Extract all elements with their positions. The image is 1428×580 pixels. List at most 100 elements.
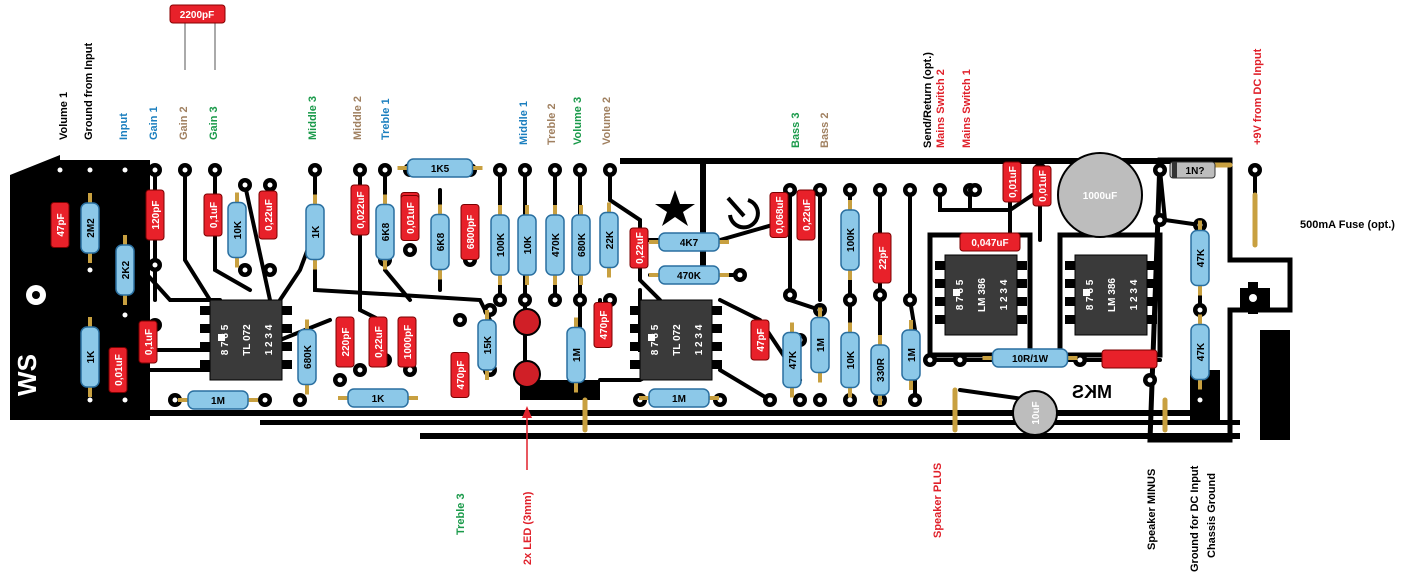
label-top: Ground from Input [83, 43, 95, 140]
capacitor-value: 0,022uF [356, 191, 367, 228]
resistor-value: 1M [211, 396, 225, 407]
capacitor: 0,22uF [629, 227, 649, 269]
resistor: 10R/1W [982, 348, 1078, 368]
resistor: 4K7 [649, 232, 729, 252]
pad [148, 163, 162, 177]
capacitor-value: 0,01uF [1008, 166, 1019, 198]
logo-mks: MKS [1072, 382, 1112, 402]
capacitor-value: 0,068uF [775, 196, 786, 233]
capacitor: 470pF [593, 302, 613, 348]
pad [548, 163, 562, 177]
pad [923, 353, 937, 367]
resistor: 1K [80, 317, 100, 397]
electrolytic-1000uf: 1000uF [1057, 152, 1143, 238]
pad [168, 393, 182, 407]
label-bottom: Treble 3 [455, 493, 467, 535]
capacitor: 220pF [335, 316, 355, 368]
resistor-value: 1K5 [431, 164, 450, 175]
pad [453, 313, 467, 327]
label-top: Treble 2 [546, 103, 558, 145]
resistor: 680K [297, 319, 317, 395]
ic-pins-bottom: 1 2 3 4 [694, 324, 705, 355]
pad [83, 393, 97, 407]
cap-10uf-label: 10uF [1031, 401, 1042, 424]
ic-pins-top: 8 7 6 5 [220, 324, 231, 355]
pad [603, 163, 617, 177]
label-bottom: Speaker PLUS [932, 463, 944, 538]
ic-pins-bottom: 1 2 3 4 [264, 324, 275, 355]
ic-pins-bottom: 1 2 3 4 [999, 279, 1010, 310]
resistor-value: 2K2 [121, 260, 132, 279]
capacitor: 0,022uF [350, 184, 370, 236]
label-bottom: 2x LED (3mm) [522, 491, 534, 565]
pad [263, 263, 277, 277]
diode-1n: 1N? [1169, 161, 1216, 179]
pad [573, 293, 587, 307]
pad [908, 393, 922, 407]
capacitor [1101, 349, 1158, 369]
label-top: Gain 2 [178, 106, 190, 140]
resistor: 470K [649, 265, 729, 285]
label-top: Gain 1 [148, 106, 160, 140]
left-logo: WS [12, 285, 46, 396]
resistor-value: 1M [816, 338, 827, 352]
ground-rail-3 [420, 433, 1240, 439]
ic-name: TL 072 [242, 324, 253, 356]
pad [83, 163, 97, 177]
resistor: 330R [870, 335, 890, 405]
capacitor-value: 470pF [456, 361, 467, 390]
capacitor: 0,01uF [108, 347, 128, 393]
pad [953, 353, 967, 367]
pad [118, 308, 132, 322]
resistor-value: 100K [846, 227, 857, 252]
label-top: Gain 3 [208, 106, 220, 140]
pad [843, 183, 857, 197]
resistor: 10K [840, 322, 860, 398]
pad [378, 163, 392, 177]
right-logo: MKS [1065, 380, 1120, 402]
capacitor: 0,22uF [258, 190, 278, 240]
resistor-value: 470K [677, 271, 702, 282]
capacitor-value: 47pF [756, 328, 767, 351]
pad [208, 163, 222, 177]
fuse-label: 500mA Fuse (opt.) [1300, 219, 1395, 231]
resistor: 1K5 [397, 158, 483, 178]
capacitor-value: 0,01uF [406, 202, 417, 234]
capacitor-value: 0,047uF [971, 238, 1008, 249]
resistor-value: 1M [672, 394, 686, 405]
pad [843, 293, 857, 307]
capacitor: 0,22uF [368, 316, 388, 368]
capacitor-value: 470pF [599, 311, 610, 340]
pad [813, 393, 827, 407]
label-top: Volume 2 [601, 97, 613, 145]
label-top: Middle 2 [352, 96, 364, 140]
resistor: 470K [545, 205, 565, 285]
pad [548, 293, 562, 307]
led-pair [513, 308, 541, 470]
resistor: 6K8 [375, 194, 395, 270]
pad [793, 393, 807, 407]
resistor-value: 4K7 [680, 238, 699, 249]
capacitor: 6800pF [460, 204, 480, 260]
capacitor: 47pF [750, 319, 770, 361]
pad [118, 393, 132, 407]
pad [258, 393, 272, 407]
pad [873, 288, 887, 302]
capacitor: 0,01uF [1002, 161, 1022, 203]
resistor-value: 1K [372, 394, 386, 405]
ic-pins-top: 8 7 6 5 [1085, 279, 1096, 310]
label-top: +9V from DC Input [1252, 48, 1264, 145]
resistor: 22K [599, 202, 619, 278]
resistor: 1M [901, 320, 921, 390]
resistor-value: 47K [1196, 248, 1207, 267]
resistor-value: 330R [876, 357, 887, 382]
label-top: Mains Switch 2 [935, 69, 947, 148]
resistor-value: 10K [846, 350, 857, 369]
capacitor-value: 0,01uF [114, 354, 125, 386]
capacitor-value: 0,22uF [802, 199, 813, 231]
top-rail [620, 158, 1220, 164]
pad [733, 268, 747, 282]
